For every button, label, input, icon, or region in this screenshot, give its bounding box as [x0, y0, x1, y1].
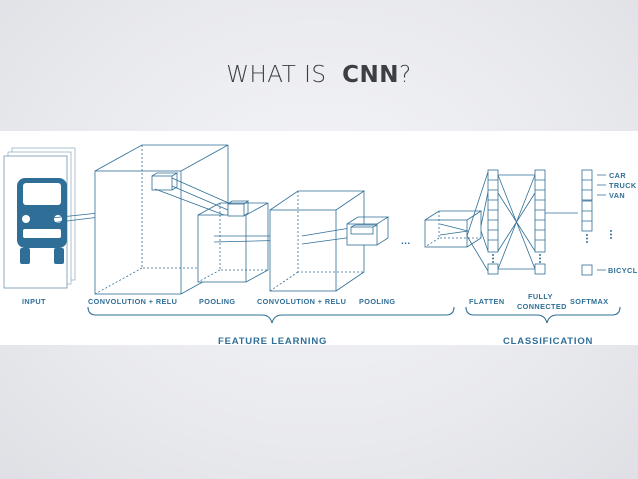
label-fully: FULLY: [528, 292, 553, 301]
fc-connections: [497, 174, 536, 270]
output-label-bicycle: BICYCLE: [608, 266, 638, 275]
pool2-block: [346, 216, 390, 246]
label-conv1: CONVOLUTION + RELU: [88, 297, 177, 306]
output-label-car: CAR: [609, 171, 626, 180]
group-label-classification: CLASSIFICATION: [503, 336, 593, 345]
fc-column: [534, 169, 546, 275]
label-connected: CONNECTED: [517, 302, 567, 311]
pool1-block: [197, 200, 269, 283]
pool1-window: [151, 172, 179, 191]
label-pool2: POOLING: [359, 297, 395, 306]
classification-brace: [465, 306, 621, 324]
layers-ellipsis: ...: [401, 236, 411, 247]
final-feature-block: [424, 210, 483, 248]
label-input: INPUT: [22, 297, 46, 306]
slide-title: WHAT IS CNN?: [0, 62, 638, 88]
title-emphasis: CNN: [342, 62, 400, 88]
vertical-ellipsis-dots: [492, 230, 612, 263]
label-conv2: CONVOLUTION + RELU: [257, 297, 346, 306]
output-label-truck: TRUCK: [609, 181, 637, 190]
label-pool1: POOLING: [199, 297, 235, 306]
diagram-lines: [3, 144, 621, 324]
conv1-block: [94, 144, 229, 295]
flatten-column: [487, 169, 499, 275]
conv2-block: [269, 190, 366, 292]
group-label-feature-learning: FEATURE LEARNING: [218, 336, 327, 345]
cnn-diagram: ... INPUT CONVOLUTION + RELU POOLING CON…: [3, 144, 638, 345]
softmax-column: [581, 169, 593, 276]
label-softmax: SOFTMAX: [570, 297, 608, 306]
flatten-lines: [466, 171, 489, 272]
output-label-van: VAN: [609, 191, 625, 200]
title-suffix: ?: [399, 62, 412, 88]
feature-learning-brace: [87, 306, 455, 324]
car-icon: [17, 178, 67, 264]
cnn-diagram-panel: ... INPUT CONVOLUTION + RELU POOLING CON…: [0, 131, 638, 345]
label-flatten: FLATTEN: [469, 297, 505, 306]
title-prefix: WHAT IS: [226, 62, 327, 88]
output-dashes: [597, 174, 606, 271]
